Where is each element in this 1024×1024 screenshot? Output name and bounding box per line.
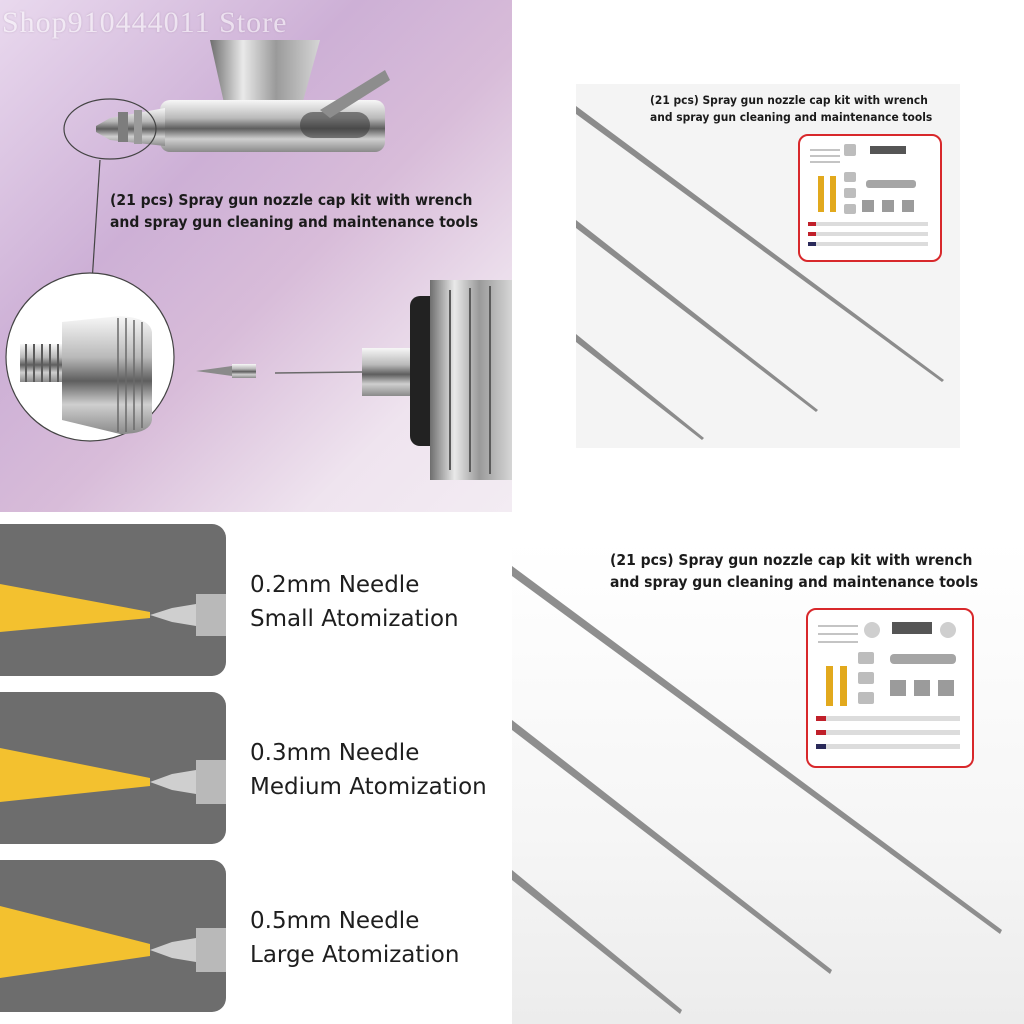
kit-thumbnail-frame <box>806 608 974 768</box>
needles-illustration-small <box>576 106 944 440</box>
kit-caption: (21 pcs) Spray gun nozzle cap kit with w… <box>110 190 478 234</box>
needles-panel-small: (21 pcs) Spray gun nozzle cap kit with w… <box>576 84 960 448</box>
atomization-type: Large Atomization <box>250 942 460 968</box>
store-watermark: Shop910444011 Store <box>2 6 288 39</box>
atomization-card-medium <box>0 692 226 844</box>
needle-icon <box>196 364 363 378</box>
needle-size: 0.3mm Needle <box>250 740 420 766</box>
atomization-type: Small Atomization <box>250 606 459 632</box>
spray-cone-icon <box>0 906 226 978</box>
atomization-label-small: 0.2mm Needle Small Atomization <box>250 568 459 636</box>
airbrush-nozzle-panel: Shop910444011 Store (21 pcs) Spray gun n… <box>0 0 512 512</box>
spray-cone-icon <box>0 584 226 636</box>
atomization-type: Medium Atomization <box>250 774 487 800</box>
needle-size: 0.5mm Needle <box>250 908 420 934</box>
caption-line-1: (21 pcs) Spray gun nozzle cap kit with w… <box>110 191 473 209</box>
caption-line-2: and spray gun cleaning and maintenance t… <box>650 109 933 124</box>
needles-panel-large: (21 pcs) Spray gun nozzle cap kit with w… <box>512 540 1024 1024</box>
spray-cone-icon <box>0 748 226 804</box>
caption-line-1: (21 pcs) Spray gun nozzle cap kit with w… <box>610 551 973 569</box>
atomization-card-large <box>0 860 226 1012</box>
kit-caption-small: (21 pcs) Spray gun nozzle cap kit with w… <box>650 92 932 125</box>
kit-caption-large: (21 pcs) Spray gun nozzle cap kit with w… <box>610 550 978 594</box>
atomization-label-medium: 0.3mm Needle Medium Atomization <box>250 736 487 804</box>
atomization-panel: 0.2mm Needle Small Atomization 0.3mm Nee… <box>0 512 512 1024</box>
caption-line-1: (21 pcs) Spray gun nozzle cap kit with w… <box>650 93 928 107</box>
atomization-label-large: 0.5mm Needle Large Atomization <box>250 904 459 972</box>
atomization-card-small <box>0 524 226 676</box>
airbrush-icon <box>96 40 390 152</box>
nozzle-icon <box>20 316 152 434</box>
needle-size: 0.2mm Needle <box>250 572 420 598</box>
needles-illustration-large <box>512 566 1002 1014</box>
caption-line-2: and spray gun cleaning and maintenance t… <box>610 572 979 591</box>
kit-thumbnail-frame <box>798 134 942 262</box>
caption-line-2: and spray gun cleaning and maintenance t… <box>110 212 479 231</box>
kit-icon <box>816 622 960 749</box>
airbrush-illustration <box>5 40 512 480</box>
kit-icon <box>808 144 928 246</box>
